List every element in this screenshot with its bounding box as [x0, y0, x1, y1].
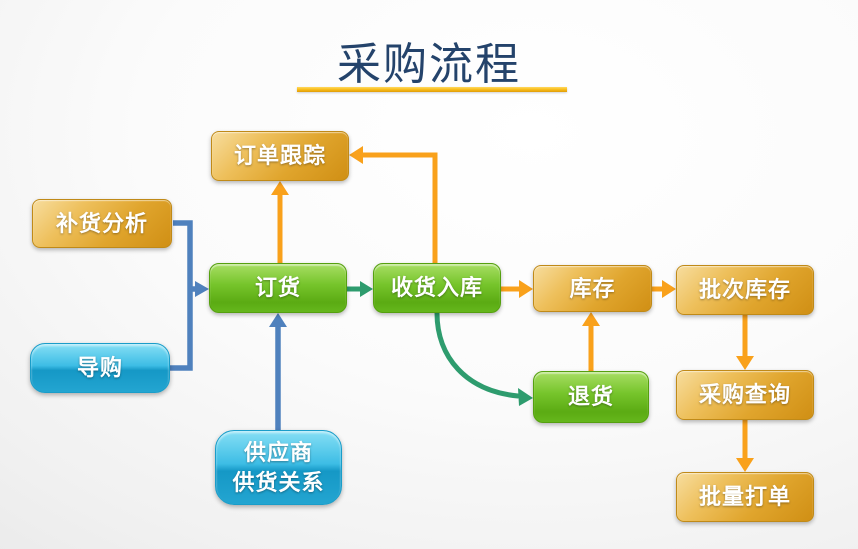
node-batch-inventory-label: 批次库存	[698, 277, 791, 303]
node-order-tracking: 订单跟踪	[211, 131, 349, 181]
node-ordering: 订货	[209, 263, 347, 313]
edge-returns-to-inventory	[582, 312, 600, 371]
node-returns-label: 退货	[567, 384, 614, 410]
edge-replenish-guide-to-ordering	[170, 220, 209, 371]
node-order-tracking-label: 订单跟踪	[233, 143, 326, 169]
node-returns: 退货	[533, 371, 649, 423]
node-purchase-query-label: 采购查询	[698, 382, 791, 408]
edge-supplier-to-ordering	[269, 313, 287, 430]
edge-receive-to-inventory	[501, 280, 533, 298]
title-underline	[297, 87, 567, 92]
edge-ordering-to-order-tracking	[271, 181, 289, 263]
node-receive-warehouse: 收货入库	[373, 263, 501, 313]
edge-receive-to-returns-curve	[434, 310, 533, 406]
node-ordering-label: 订货	[254, 275, 301, 301]
edge-batch-inventory-to-purchase-query	[736, 315, 754, 370]
node-batch-print: 批量打单	[676, 472, 814, 522]
node-purchase-query: 采购查询	[676, 370, 814, 420]
page-title: 采购流程	[337, 40, 521, 89]
node-inventory-label: 库存	[569, 275, 616, 301]
node-inventory: 库存	[533, 265, 652, 312]
node-guide-label: 导购	[76, 355, 123, 381]
node-batch-inventory: 批次库存	[676, 265, 814, 315]
node-batch-print-label: 批量打单	[698, 484, 791, 510]
edge-ordering-to-receive	[347, 281, 373, 297]
node-supplier-relation-label: 供应商 供货关系	[232, 439, 325, 495]
edge-receive-to-order-tracking	[349, 146, 438, 263]
node-receive-warehouse-label: 收货入库	[390, 275, 483, 301]
edge-inventory-to-batch-inventory	[652, 280, 676, 298]
node-replenish-analysis: 补货分析	[32, 199, 172, 248]
node-supplier-relation: 供应商 供货关系	[215, 430, 342, 505]
node-guide: 导购	[30, 343, 170, 393]
node-replenish-analysis-label: 补货分析	[55, 210, 148, 236]
edge-purchase-query-to-batch-print	[736, 420, 754, 472]
